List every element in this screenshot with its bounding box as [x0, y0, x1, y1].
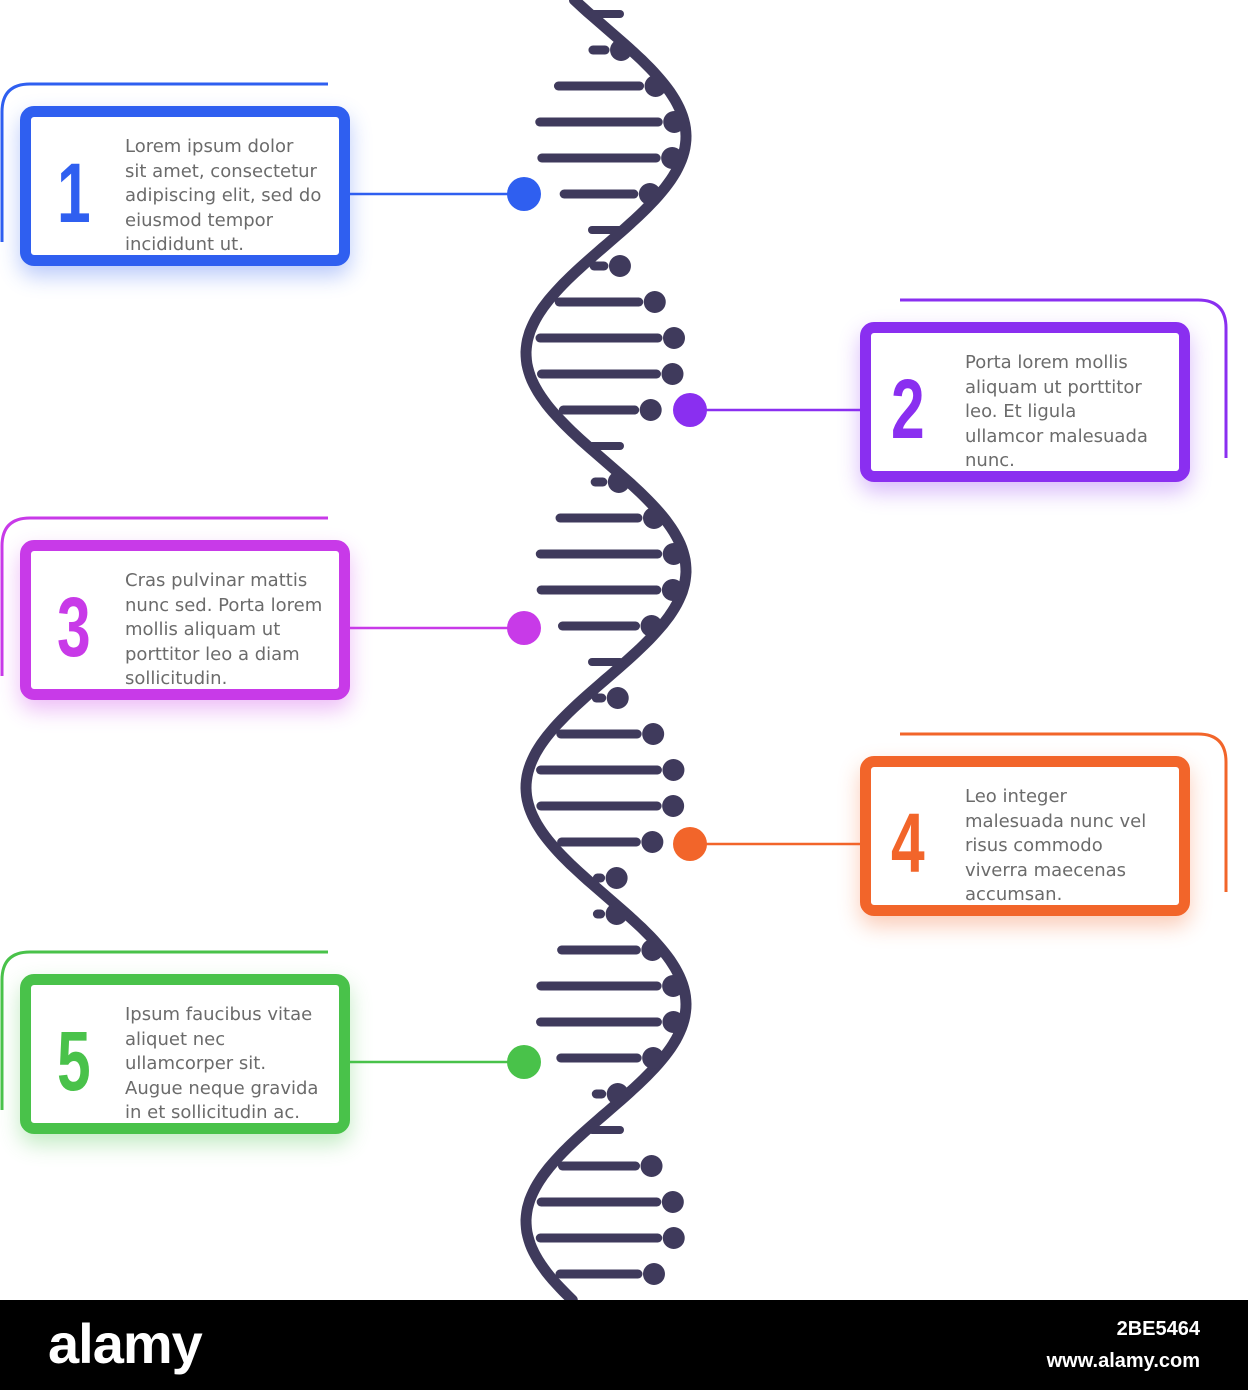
dna-rung-dot [641, 831, 664, 853]
dna-rung-dot [638, 183, 661, 205]
step-4-card: 4 Leo integer malesuada nunc vel risus c… [860, 756, 1190, 916]
step-5-card: 5 Ipsum faucibus vitae aliquet nec ullam… [20, 974, 350, 1134]
dna-rung-dot [639, 399, 662, 421]
step-4-node-dot [673, 827, 707, 861]
dna-rung-dot [662, 543, 685, 565]
brand-logo: alamy [48, 1312, 203, 1375]
dna-helix [0, 0, 1228, 1300]
step-3-node-dot [507, 611, 541, 645]
step-4-accent-line [900, 732, 1228, 892]
dna-rung-dot [662, 795, 685, 817]
step-2-card: 2 Porta lorem mollis aliquam ut porttito… [860, 322, 1190, 482]
step-5-accent-line [0, 950, 328, 1110]
dna-infographic: 1 Lorem ipsum dolor sit amet, consectetu… [0, 0, 1228, 1300]
dna-rung-dot [605, 867, 628, 889]
step-3-card: 3 Cras pulvinar mattis nunc sed. Porta l… [20, 540, 350, 700]
dna-rung-dot [607, 471, 630, 493]
step-1-text: Lorem ipsum dolor sit amet, consectetur … [125, 136, 322, 255]
dna-rung-dot [642, 1263, 665, 1285]
dna-rung-dot [642, 507, 665, 529]
dna-rung-dot [641, 939, 664, 961]
dna-rung-dot [661, 579, 684, 601]
dna-rung-dot [644, 75, 667, 97]
step-2-node-dot [673, 393, 707, 427]
dna-rung-dot [662, 759, 685, 781]
step-1-node-dot [507, 177, 541, 211]
step-4-text: Leo integer malesuada nunc vel risus com… [965, 786, 1147, 905]
dna-rung-dot [608, 255, 631, 277]
step-1-number: 1 [57, 146, 91, 240]
dna-rung-dot [661, 363, 684, 385]
dna-rung-dot [662, 975, 685, 997]
step-2-accent-line [900, 298, 1228, 458]
step-3-number: 3 [57, 580, 91, 674]
dna-rung-dot [662, 1011, 685, 1033]
dna-rung-dot [662, 1227, 685, 1249]
dna-rung-dot [662, 327, 685, 349]
dna-rung-dot [661, 147, 684, 169]
step-1-card: 1 Lorem ipsum dolor sit amet, consectetu… [20, 106, 350, 266]
site-url: www.alamy.com [1046, 1350, 1200, 1372]
step-5-node-dot [507, 1045, 541, 1079]
step-1-accent-line [0, 82, 328, 242]
dna-rung-dot [606, 687, 629, 709]
dna-rung-dot [642, 1047, 665, 1069]
watermark-footer [0, 1300, 1248, 1390]
dna-rung-dot [606, 1083, 629, 1105]
step-5-text: Ipsum faucibus vitae aliquet nec ullamco… [125, 1004, 319, 1123]
step-3-text: Cras pulvinar mattis nunc sed. Porta lor… [125, 570, 323, 689]
dna-rung-dot [640, 615, 663, 637]
step-3-accent-line [0, 516, 328, 676]
step-2-text: Porta lorem mollis aliquam ut porttitor … [965, 352, 1148, 471]
dna-rung-dot [643, 291, 666, 313]
image-id: 2BE5464 [1116, 1318, 1200, 1340]
dna-rung-dot [642, 723, 665, 745]
step-2-number: 2 [891, 362, 925, 456]
dna-rung-dot [661, 1191, 684, 1213]
dna-rung-dot [640, 1155, 663, 1177]
dna-rung-dot [610, 39, 633, 61]
dna-rung-dot [663, 111, 686, 133]
dna-rung-dot [605, 903, 628, 925]
step-4-number: 4 [891, 796, 925, 890]
step-5-number: 5 [57, 1014, 91, 1108]
dna-strand [520, 0, 692, 1300]
